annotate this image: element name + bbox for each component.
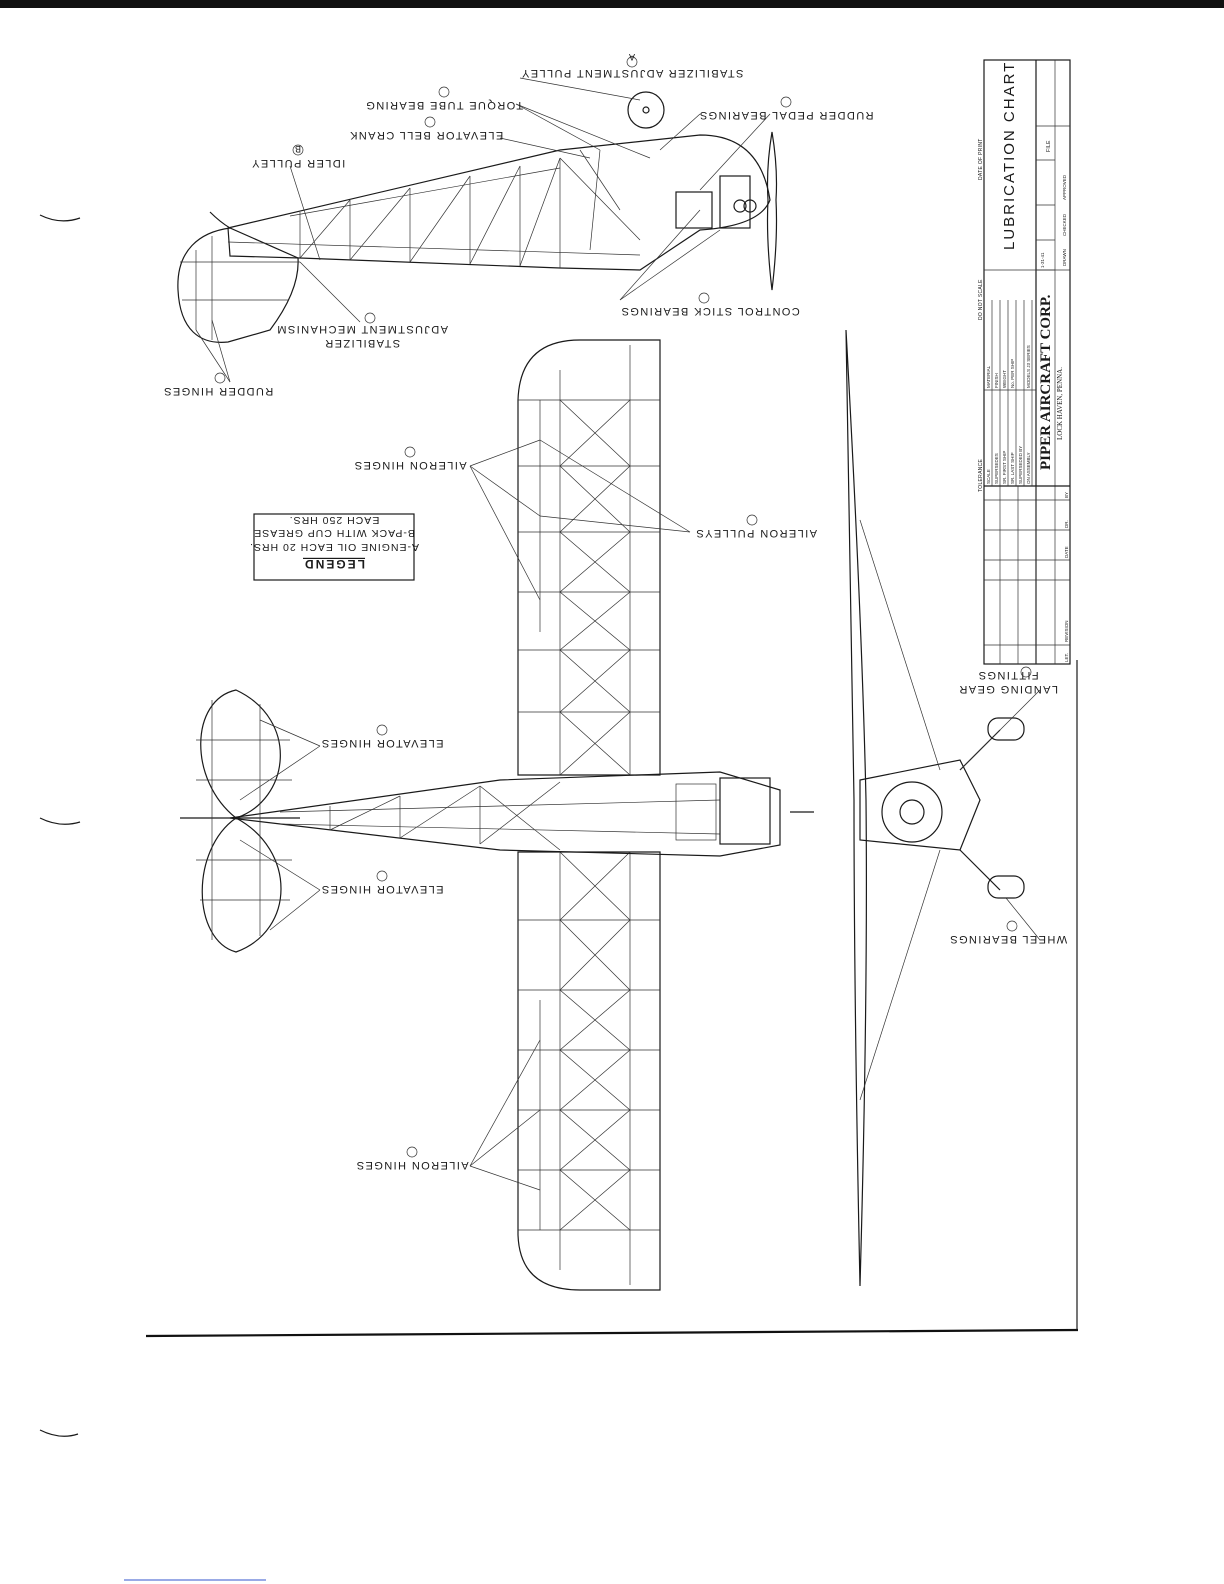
engine-cylinders bbox=[719, 175, 751, 229]
legend-box: LEGEND A-ENGINE OIL EACH 20 HRS. B-PACK … bbox=[249, 513, 419, 581]
chart-title: LUBRICATION CHART bbox=[1001, 61, 1018, 250]
side-view-fuselage bbox=[177, 77, 778, 383]
label-torque-tube-bearing: TORQUE TUBE BEARING bbox=[365, 99, 523, 111]
marker-b: B bbox=[295, 144, 301, 154]
label-stabilizer: STABILIZER bbox=[324, 337, 400, 349]
field-supersedes: SUPERSEDES bbox=[994, 453, 999, 484]
company-location: LOCK HAVEN, PENNA. bbox=[1056, 367, 1064, 440]
revision-header-dr: DR. bbox=[1064, 520, 1069, 528]
binder-hole-mark-1 bbox=[39, 214, 81, 222]
label-control-stick-bearings: CONTROL STICK BEARINGS bbox=[620, 305, 800, 317]
wing-strut-upper bbox=[859, 519, 941, 771]
wing-strut-lower bbox=[859, 849, 941, 1101]
label-rudder-hinges: RUDDER HINGES bbox=[163, 385, 274, 397]
signoff-approved: APPROVED bbox=[1062, 174, 1067, 200]
company-name: PIPER AIRCRAFT CORP. bbox=[1038, 294, 1054, 470]
field-scale: SCALE bbox=[986, 469, 991, 484]
revision-header-let: LET. bbox=[1064, 653, 1069, 662]
label-elevator-hinges-lower: ELEVATOR HINGES bbox=[320, 883, 443, 895]
top-view-aircraft bbox=[180, 339, 814, 1291]
legend-line-b2: EACH 250 HRS. bbox=[289, 514, 380, 526]
field-models: MODELS J3 SERIES bbox=[1026, 345, 1031, 388]
label-elevator-hinges-upper: ELEVATOR HINGES bbox=[320, 737, 443, 749]
file-label: FILE bbox=[1046, 140, 1052, 152]
field-per-ship: No. PER SHIP bbox=[1010, 359, 1015, 388]
scan-top-edge bbox=[0, 0, 1224, 8]
revision-header-revision: REVISION bbox=[1064, 620, 1069, 642]
stabilizer-lower bbox=[201, 817, 282, 953]
tolerance-label: TOLERANCE bbox=[978, 458, 984, 492]
field-material: MATERIAL bbox=[986, 365, 991, 388]
fuselage-outline bbox=[227, 134, 771, 271]
binder-hole-mark-2 bbox=[39, 817, 81, 825]
date-of-print-label: DATE OF PRINT bbox=[978, 138, 984, 180]
stabilizer-upper bbox=[200, 689, 281, 819]
title-block: LUBRICATION CHART PIPER AIRCRAFT CORP. L… bbox=[978, 59, 1071, 665]
fuselage-top-view bbox=[229, 771, 781, 857]
marker-rings bbox=[214, 56, 1032, 1158]
label-rudder-pedal-bearings: RUDDER PEDAL BEARINGS bbox=[698, 109, 873, 121]
engine-block bbox=[675, 191, 713, 229]
label-stabilizer-adjustment-pulley: STABILIZER ADJUSTMENT PULLEY bbox=[521, 67, 744, 79]
label-wheel-bearings: WHEEL BEARINGS bbox=[949, 933, 1067, 945]
propeller-side bbox=[766, 131, 778, 291]
signoff-drawn: DRAWN bbox=[1062, 249, 1067, 266]
fuselage-front bbox=[859, 759, 981, 851]
revision-header-by: BY bbox=[1064, 492, 1069, 498]
legend-line-a: A-ENGINE OIL EACH 20 HRS. bbox=[249, 541, 419, 553]
label-idler-pulley: IDLER PULLEY bbox=[251, 157, 345, 169]
date-value: 1-31-41 bbox=[1040, 252, 1045, 268]
engine-top-view bbox=[719, 777, 771, 845]
landing-gear-leg-lower bbox=[959, 849, 1001, 891]
legend-line-b1: B-PACK WITH CUP GREASE bbox=[253, 527, 415, 539]
label-aileron-pulleys: AILERON PULLEYS bbox=[695, 527, 817, 539]
wheel-upper bbox=[987, 717, 1025, 741]
field-last-ship: SR. LAST SHIP bbox=[1010, 452, 1015, 484]
wing-front-view bbox=[845, 329, 867, 1287]
do-not-scale-label: DO NOT SCALE bbox=[978, 279, 984, 320]
field-weight: WEIGHT bbox=[1002, 370, 1007, 388]
rudder-outline bbox=[177, 227, 299, 343]
field-finish: FINISH bbox=[994, 373, 999, 388]
label-aileron-hinges-lower: AILERON HINGES bbox=[355, 1159, 468, 1171]
callout-labels: STABILIZER ADJUSTMENT PULLEY A TORQUE TU… bbox=[163, 52, 1067, 1171]
field-on-assembly: ON ASSEMBLY bbox=[1026, 452, 1031, 484]
field-first-ship: SR. FIRST SHIP bbox=[1002, 451, 1007, 484]
legend-title: LEGEND bbox=[303, 557, 365, 571]
revision-header-date: DATE bbox=[1064, 546, 1069, 558]
label-elevator-bell-crank: ELEVATOR BELL CRANK bbox=[349, 129, 504, 141]
label-adjustment-mechanism: ADJUSTMENT MECHANISM bbox=[276, 323, 448, 335]
binder-hole-mark-3 bbox=[39, 1429, 79, 1437]
wheel-lower bbox=[987, 875, 1025, 899]
stabilizer-pulley-wheel bbox=[627, 91, 665, 129]
engine-cowl-front bbox=[881, 781, 943, 843]
left-fields: SCALE SUPERSEDES SR. FIRST SHIP SR. LAST… bbox=[986, 446, 1031, 484]
cockpit-top-view bbox=[675, 783, 717, 841]
label-landing-gear: LANDING GEAR bbox=[958, 683, 1058, 695]
field-superseded-by: SUPERSEDED BY bbox=[1018, 446, 1023, 484]
wing-panel-lower bbox=[517, 851, 661, 1291]
top-view-leaders bbox=[239, 439, 691, 1191]
title-block-frame bbox=[983, 59, 1071, 665]
label-fittings: FITTINGS bbox=[977, 669, 1038, 681]
front-view-aircraft bbox=[845, 329, 1041, 1287]
side-view-leaders bbox=[195, 77, 771, 383]
right-fields: MATERIAL FINISH WEIGHT No. PER SHIP MODE… bbox=[986, 345, 1031, 388]
fuselage-truss bbox=[299, 149, 641, 268]
wing-panel-upper bbox=[517, 339, 661, 776]
label-aileron-hinges-upper: AILERON HINGES bbox=[353, 459, 466, 471]
drawing-frame-bottom bbox=[145, 1328, 1079, 1338]
signoff-checked: CHECKED bbox=[1062, 213, 1067, 236]
